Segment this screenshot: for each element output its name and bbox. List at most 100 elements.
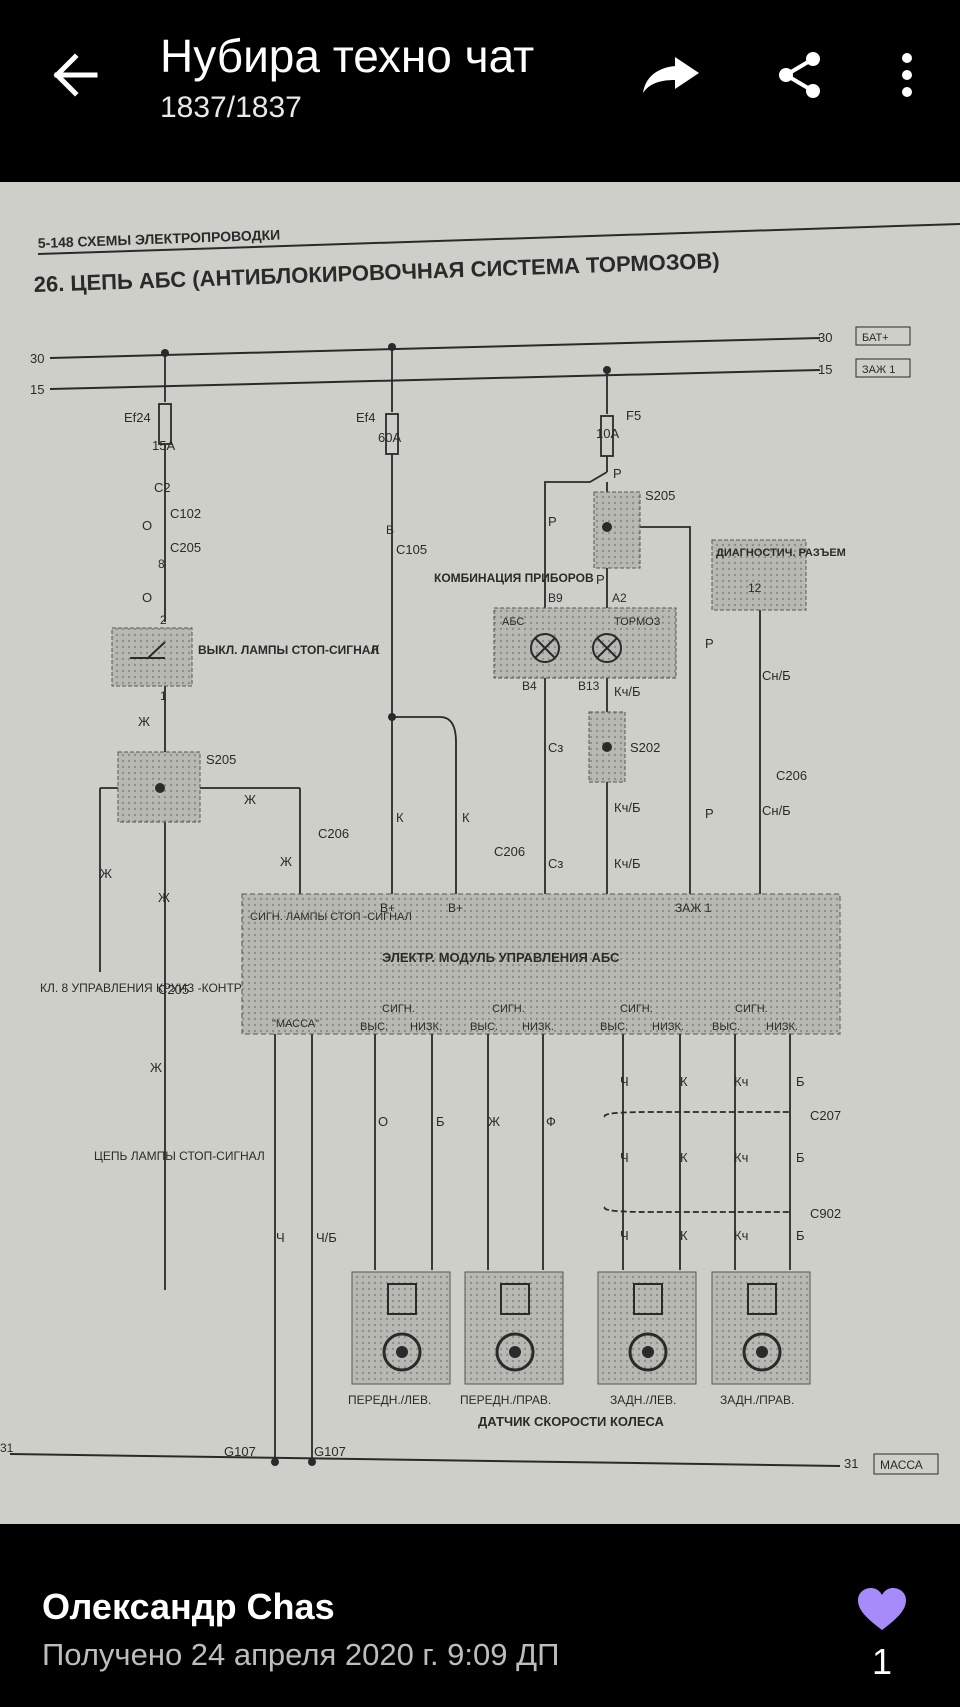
module-high-3: ВЫС.: [600, 1021, 628, 1033]
sender-name: Олександр Chas: [42, 1586, 335, 1627]
module-low-1: НИЗК.: [410, 1021, 442, 1033]
abs-module-label: ЭЛЕКТР. МОДУЛЬ УПРАВЛЕНИЯ АБС: [382, 950, 620, 965]
connector-c206-left: C206: [318, 826, 349, 841]
wire-color-kchb-2: Кч/Б: [614, 800, 641, 815]
wire-color-p-1: Р: [613, 466, 622, 481]
wire-k-4: К: [680, 1074, 688, 1089]
wire-ch-2: Ч: [620, 1150, 629, 1165]
pin-b-label: B: [386, 523, 394, 537]
module-bplus-1: B+: [380, 901, 395, 915]
forward-arrow-icon: [643, 57, 699, 93]
like-button[interactable]: 1: [852, 1586, 912, 1683]
wire-color-p-2: Р: [548, 514, 557, 529]
wire-b-1: Б: [796, 1074, 805, 1089]
connector-c2-label: C2: [154, 480, 171, 495]
module-mass-label: "МАССА": [272, 1018, 319, 1030]
module-stop-signal-label: СИГН. ЛАМПЫ СТОП -СИГНАЛ: [250, 911, 412, 923]
module-high-1: ВЫС.: [360, 1021, 388, 1033]
wire-color-snb-2: Сн/Б: [762, 803, 791, 818]
module-low-4: НИЗК.: [766, 1021, 798, 1033]
pin-b4-label: B4: [522, 679, 537, 693]
g107-label-1: G107: [224, 1444, 256, 1459]
wire-b-2: Б: [796, 1150, 805, 1165]
kl8-cruise-label: КЛ. 8 УПРАВЛЕНИЯ КРУИЗ -КОНТРОЛЯ: [40, 981, 267, 995]
wire-b-3: Б: [796, 1228, 805, 1243]
rail-30-left: 30: [30, 351, 44, 366]
wire-color-zh-5: Ж: [280, 854, 292, 869]
wire-color-k-3: К: [462, 810, 470, 825]
sensor-rear-right: [711, 1271, 811, 1385]
like-count: 1: [871, 1641, 893, 1682]
pin-2-label: 2: [160, 613, 167, 627]
wiring-diagram: 5-148 СХЕМЫ ЭЛЕКТРОПРОВОДКИ 26. ЦЕПЬ АБС…: [0, 182, 960, 1524]
pin-8-label: 8: [158, 557, 165, 571]
connector-c205-label: C205: [170, 540, 201, 555]
module-sign-1: СИГН.: [382, 1003, 415, 1015]
pin-b9-label: B9: [548, 591, 563, 605]
module-ign-label: ЗАЖ 1: [675, 901, 712, 915]
module-sign-3: СИГН.: [620, 1003, 653, 1015]
top-bar: Нубира техно чат 1837/1837: [0, 0, 960, 182]
sensor-fr-label: ПЕРЕДН./ПРАВ.: [460, 1393, 551, 1407]
bat-label: БАТ+: [862, 332, 889, 344]
connector-c206-mid: C206: [494, 844, 525, 859]
share-button[interactable]: [765, 45, 835, 105]
g107-label-2: G107: [314, 1444, 346, 1459]
wire-color-k-1: К: [372, 642, 380, 657]
fuse-ef24-amp: 15A: [152, 438, 175, 453]
abs-lamp-label: АБС: [502, 616, 524, 628]
wire-ch-4: Ч: [276, 1230, 285, 1245]
received-timestamp: Получено 24 апреля 2020 г. 9:09 ДП: [42, 1637, 560, 1672]
sensor-front-right: [464, 1271, 564, 1385]
mass-box-label: МАССА: [880, 1458, 923, 1472]
connector-c902-label: C902: [810, 1206, 841, 1221]
forward-button[interactable]: [636, 45, 706, 105]
heart-icon: [858, 1588, 906, 1630]
module-low-2: НИЗК.: [522, 1021, 554, 1033]
wire-color-zh-3: Ж: [100, 866, 112, 881]
wire-kch-1: Кч: [734, 1074, 748, 1089]
rail-31-left: 31: [0, 1441, 14, 1455]
wire-color-p-5: Р: [705, 806, 714, 821]
diag-connector-label: ДИАГНОСТИЧ. РАЗЪЕМ: [716, 547, 846, 559]
wire-ch-3: Ч: [620, 1228, 629, 1243]
photo-counter: 1837/1837: [160, 91, 302, 124]
wire-color-o-1: О: [142, 518, 152, 533]
wire-o-3: О: [378, 1114, 388, 1129]
more-options-button[interactable]: [872, 45, 942, 105]
wire-f-1: Ф: [546, 1114, 556, 1129]
module-sign-2: СИГН.: [492, 1003, 525, 1015]
sensor-front-left: [351, 1271, 451, 1385]
back-button[interactable]: [40, 45, 110, 105]
wire-color-kchb-1: Кч/Б: [614, 684, 641, 699]
wire-color-kchb-3: Кч/Б: [614, 856, 641, 871]
module-low-3: НИЗК.: [652, 1021, 684, 1033]
connector-c205-bottom: C205: [158, 982, 189, 997]
diag-pin-label: 12: [748, 581, 762, 595]
bottom-info: Олександр Chas Получено 24 апреля 2020 г…: [0, 1524, 960, 1707]
title-block: Нубира техно чат 1837/1837: [160, 28, 534, 128]
wire-color-zh-4: Ж: [158, 890, 170, 905]
wiring-diagram-photo[interactable]: 5-148 СХЕМЫ ЭЛЕКТРОПРОВОДКИ 26. ЦЕПЬ АБС…: [0, 182, 960, 1524]
connector-c206-right: C206: [776, 768, 807, 783]
module-bplus-2: B+: [448, 901, 463, 915]
wire-kch-2: Кч: [734, 1150, 748, 1165]
rail-15-right: 15: [818, 362, 832, 377]
pin-a2-label: A2: [612, 591, 627, 605]
fuse-ef24-label: Ef24: [124, 410, 151, 425]
rail-15-left: 15: [30, 382, 44, 397]
wire-color-zh-1: Ж: [138, 714, 150, 729]
sensor-caption: ДАТЧИК СКОРОСТИ КОЛЕСА: [478, 1414, 665, 1429]
fuse-f5-amp: 10A: [596, 426, 619, 441]
module-high-2: ВЫС.: [470, 1021, 498, 1033]
wire-color-sz-1: Сз: [548, 740, 563, 755]
module-high-4: ВЫС.: [712, 1021, 740, 1033]
brake-lamp-label: ТОРМОЗ: [614, 616, 661, 628]
share-icon: [779, 52, 820, 98]
splice-s202-label: S202: [630, 740, 660, 755]
sensor-rl-label: ЗАДН./ЛЕВ.: [610, 1393, 676, 1407]
sensor-fl-label: ПЕРЕДН./ЛЕВ.: [348, 1393, 431, 1407]
connector-c207-label: C207: [810, 1108, 841, 1123]
brake-switch-label: ВЫКЛ. ЛАМПЫ СТОП-СИГНАЛ: [198, 643, 379, 657]
